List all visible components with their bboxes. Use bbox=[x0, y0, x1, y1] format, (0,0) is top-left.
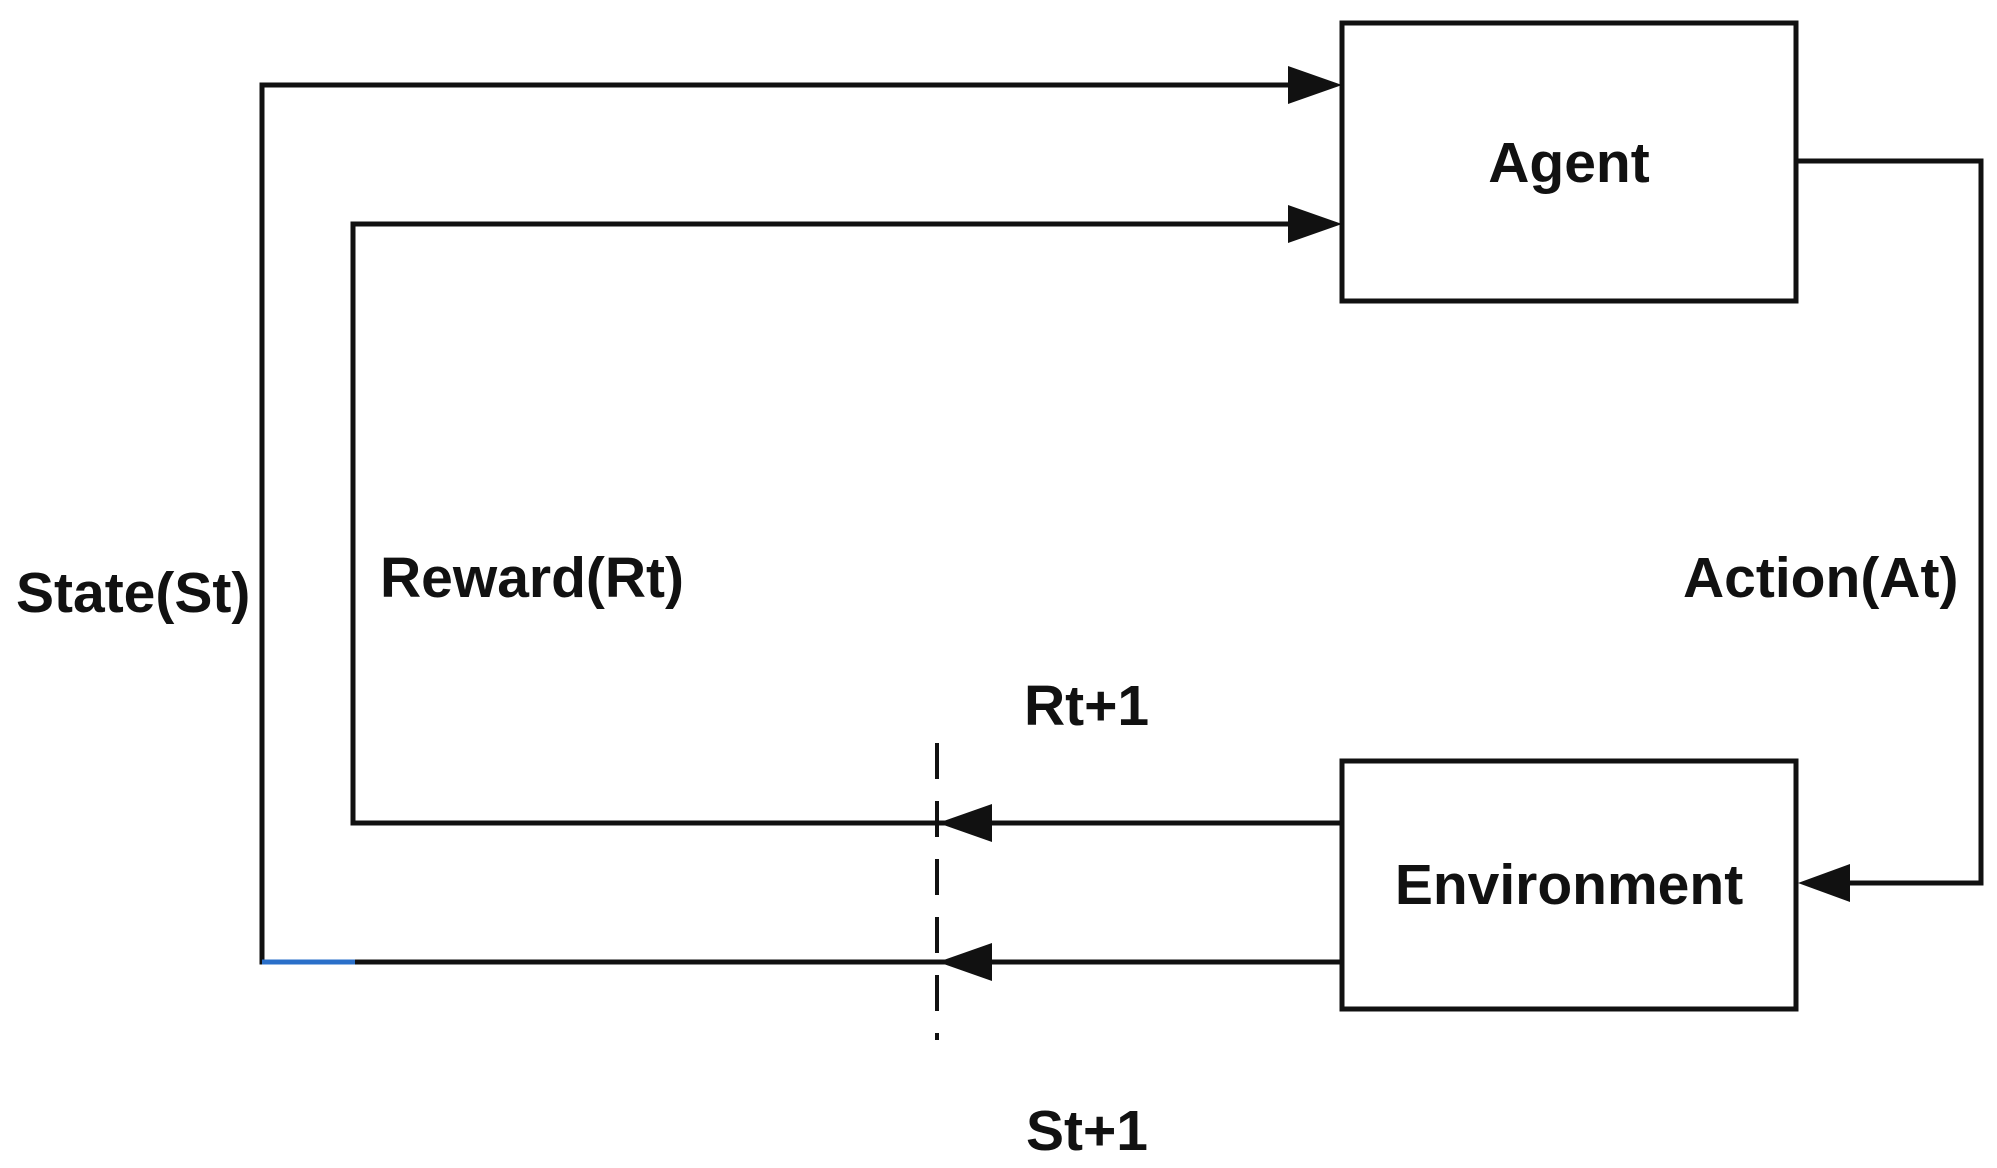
state-arrow-line bbox=[259, 82, 1345, 965]
action-label: Action(At) bbox=[1683, 546, 1958, 610]
reward-label: Reward(Rt) bbox=[380, 546, 684, 610]
environment-box bbox=[1339, 758, 1799, 1012]
reward-arrow-line bbox=[350, 221, 1345, 826]
action-arrowhead bbox=[1798, 864, 1850, 902]
reward-arrowhead bbox=[1288, 205, 1342, 243]
agent-label: Agent bbox=[1488, 131, 1650, 195]
next-state-label: St+1 bbox=[1026, 1099, 1148, 1163]
next-state-arrowhead bbox=[938, 943, 992, 981]
next-reward-label: Rt+1 bbox=[1024, 674, 1149, 738]
environment-label: Environment bbox=[1395, 853, 1743, 917]
next-reward-arrowhead bbox=[938, 804, 992, 842]
agent-box bbox=[1339, 20, 1799, 304]
action-arrow-line bbox=[1795, 158, 1984, 886]
state-label: State(St) bbox=[16, 561, 250, 625]
state-arrowhead bbox=[1288, 66, 1342, 104]
